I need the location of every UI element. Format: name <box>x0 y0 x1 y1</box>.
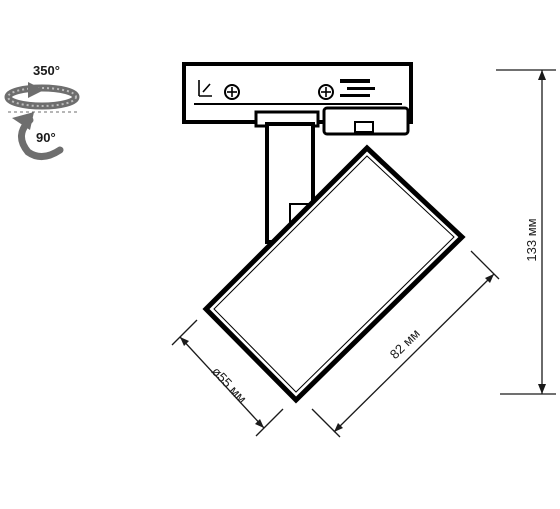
screw-icon <box>224 84 240 100</box>
horizontal-rotation-label: 350° <box>33 63 60 78</box>
length-dimension-label: 82 мм <box>387 326 423 362</box>
track-adapter <box>182 62 413 136</box>
rotation-icon: 350° 90° <box>4 63 80 160</box>
height-dimension: 133 мм <box>496 69 556 395</box>
vertical-rotation-arrow <box>8 111 78 160</box>
vertical-rotation-label: 90° <box>36 130 56 145</box>
contact-slots <box>340 79 375 97</box>
diameter-dimension-label: ø55 мм <box>209 364 250 406</box>
lamp-body <box>202 144 466 404</box>
height-dimension-label: 133 мм <box>524 218 539 261</box>
lever-icon <box>198 80 212 97</box>
horizontal-rotation-arrow <box>4 82 80 110</box>
screw-icon <box>318 84 334 100</box>
